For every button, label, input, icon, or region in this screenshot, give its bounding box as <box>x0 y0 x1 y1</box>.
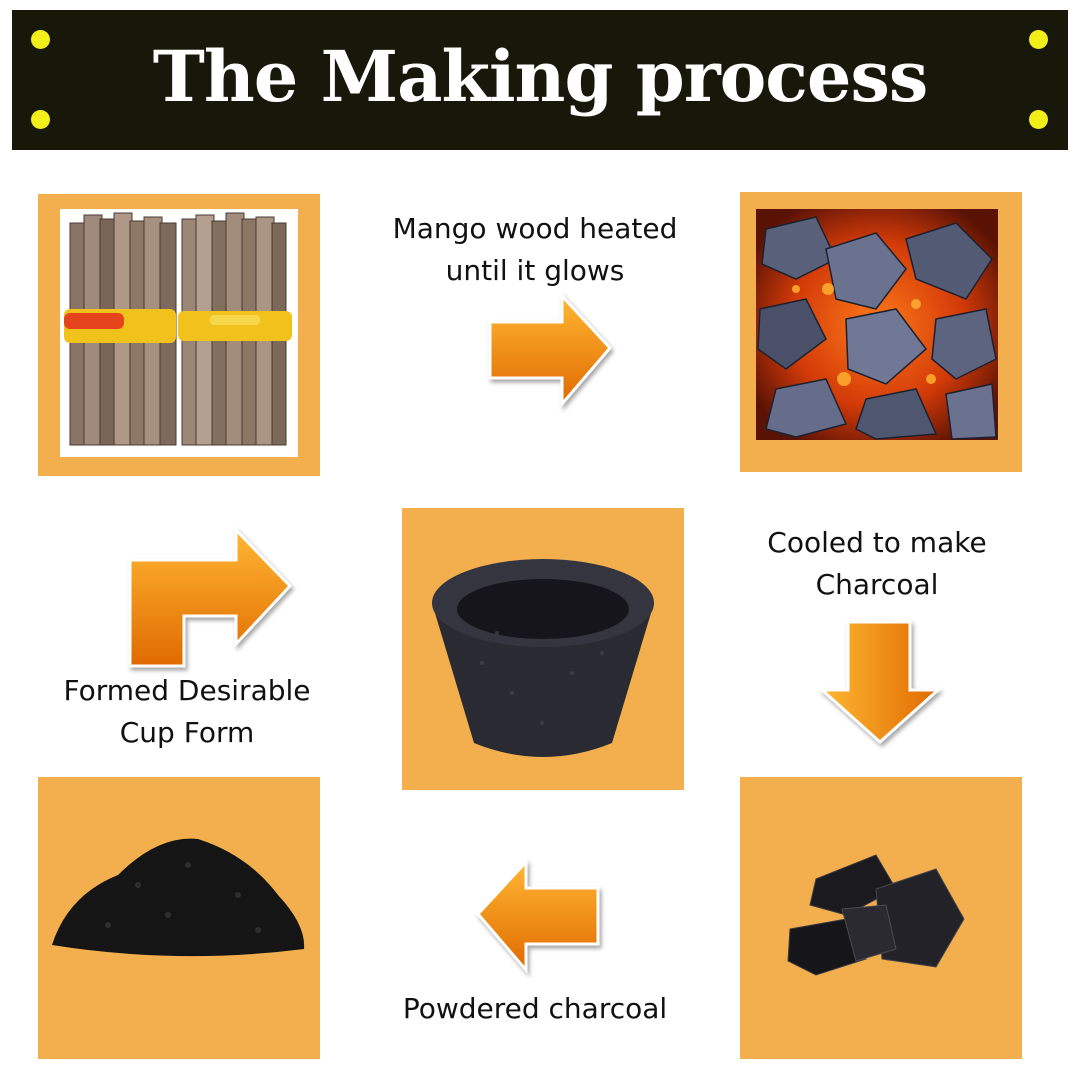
step-embers-tile <box>740 192 1022 472</box>
title-banner: The Making process <box>12 10 1068 150</box>
step-powder-tile <box>38 777 320 1059</box>
arrow-left-icon <box>475 858 600 975</box>
caption-embers: Cooled to make Charcoal <box>767 526 987 601</box>
step-charcoal-tile <box>740 777 1022 1059</box>
arrow-right-icon <box>488 292 613 409</box>
arrow-up-right-icon <box>128 526 293 668</box>
caption-charcoal: Powdered charcoal <box>402 992 668 1025</box>
banner-dot-bottom-right <box>1029 110 1048 129</box>
step-cup-tile <box>402 508 684 790</box>
banner-dot-top-right <box>1029 30 1048 49</box>
caption-powder: Formed Desirable Cup Form <box>63 674 311 749</box>
arrow-down-icon <box>818 620 942 745</box>
charcoal-lumps-image <box>787 854 965 976</box>
charcoal-powder-image <box>52 838 305 957</box>
caption-wood: Mango wood heated until it glows <box>392 212 678 287</box>
charcoal-cup-image <box>432 559 654 757</box>
banner-dot-bottom-left <box>31 110 50 129</box>
wood-bundle-image <box>60 209 298 457</box>
step-wood-tile <box>38 194 320 476</box>
banner-dot-top-left <box>31 30 50 49</box>
page-title: The Making process <box>152 34 929 118</box>
glowing-embers-image <box>756 209 998 440</box>
